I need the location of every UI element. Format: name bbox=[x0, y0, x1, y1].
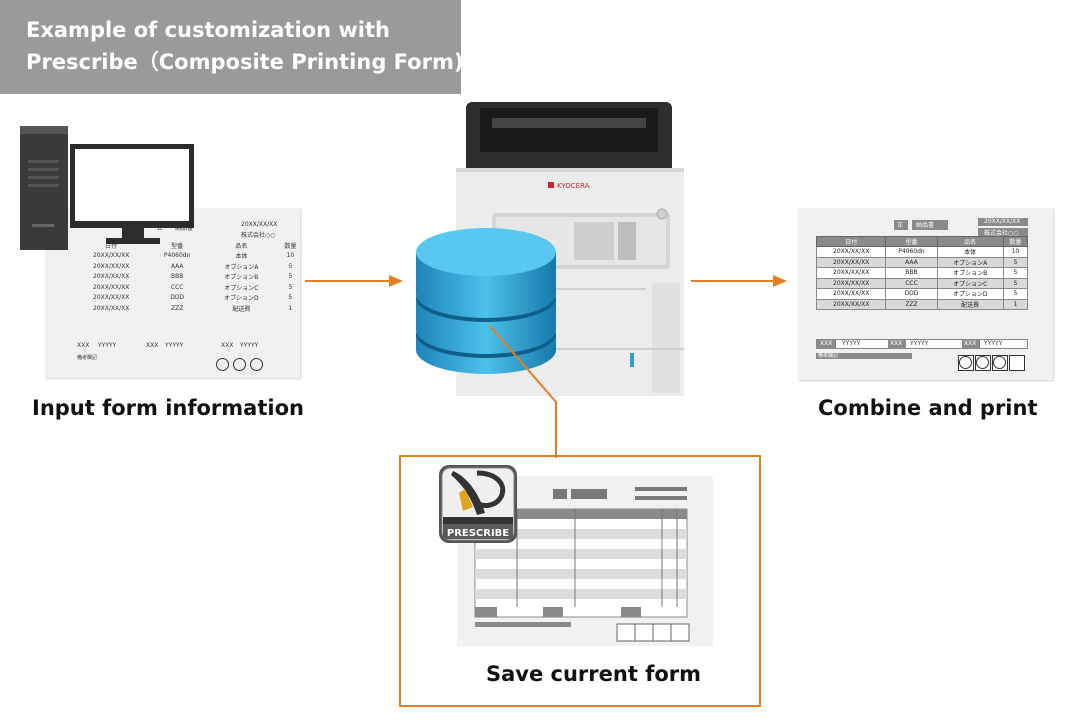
stamp-circle bbox=[993, 356, 1006, 369]
stamp-circle bbox=[233, 358, 246, 371]
output-col-model: 型番 bbox=[885, 236, 938, 247]
desktop-pc-icon bbox=[20, 126, 194, 250]
input-footer-1: XXX bbox=[77, 342, 90, 349]
input-form-title: 納品書 bbox=[175, 225, 194, 232]
input-footer-2: YYYYY bbox=[98, 342, 117, 349]
output-form-company: 株式会社○○ bbox=[984, 230, 1019, 237]
input-footer-5: XXX bbox=[221, 342, 234, 349]
output-form-date: 20XX/XX/XX bbox=[984, 218, 1021, 225]
printer-brand: KYOCERA bbox=[557, 182, 590, 190]
input-form-company: 株式会社○○ bbox=[241, 232, 276, 239]
title-line-1: Example of customization with bbox=[26, 18, 390, 42]
save-step-caption: Save current form bbox=[486, 662, 701, 686]
stamp-circle bbox=[976, 356, 989, 369]
input-form-header-row: 日付 型番 品名 数量 bbox=[73, 240, 303, 251]
output-col-date: 日付 bbox=[815, 236, 887, 247]
title-line-2: Prescribe（Composite Printing Form) bbox=[26, 50, 464, 74]
input-col-qty: 数量 bbox=[284, 242, 297, 250]
output-form-header-row: 日付 型番 品名 数量 bbox=[815, 236, 1029, 247]
input-col-model: 型番 bbox=[171, 242, 184, 250]
output-col-qty: 数量 bbox=[1002, 236, 1029, 247]
input-footer-4: YYYYY bbox=[165, 342, 184, 349]
input-form-mark: 正 bbox=[157, 225, 164, 232]
input-col-date: 日付 bbox=[105, 242, 118, 250]
input-form-paper: 正 納品書 20XX/XX/XX 株式会社○○ 日付 型番 品名 数量 20XX… bbox=[45, 208, 300, 378]
input-note: 備考欄記 bbox=[77, 355, 98, 361]
stamp-circle bbox=[216, 358, 229, 371]
database-icon bbox=[416, 228, 556, 374]
output-col-item: 品名 bbox=[936, 236, 1004, 247]
printer-icon: KYOCERA bbox=[456, 102, 684, 396]
stamp-circle bbox=[959, 356, 972, 369]
input-form-date: 20XX/XX/XX bbox=[241, 221, 278, 228]
arrow-right-icon bbox=[305, 275, 403, 287]
input-col-item: 品名 bbox=[235, 242, 248, 250]
input-footer-3: XXX bbox=[146, 342, 159, 349]
combine-step-caption: Combine and print bbox=[818, 396, 1038, 420]
prescribe-logo-text: PRESCRIBE bbox=[447, 528, 509, 539]
connector-line bbox=[489, 325, 557, 458]
stamp-circle bbox=[250, 358, 263, 371]
input-footer-6: YYYYY bbox=[240, 342, 259, 349]
prescribe-frame bbox=[399, 455, 761, 707]
output-form-paper: 正 納品書 20XX/XX/XX 株式会社○○ 日付 型番 品名 数量 20XX… bbox=[798, 208, 1053, 380]
prescribe-logo-icon: PRESCRIBE bbox=[439, 465, 517, 543]
output-form-mark: 正 bbox=[897, 222, 904, 229]
arrow-right-icon bbox=[691, 275, 787, 287]
input-step-caption: Input form information bbox=[32, 396, 304, 420]
output-form-title: 納品書 bbox=[916, 222, 935, 229]
title-banner: Example of customization with Prescribe（… bbox=[0, 0, 464, 94]
form-template bbox=[457, 476, 713, 646]
